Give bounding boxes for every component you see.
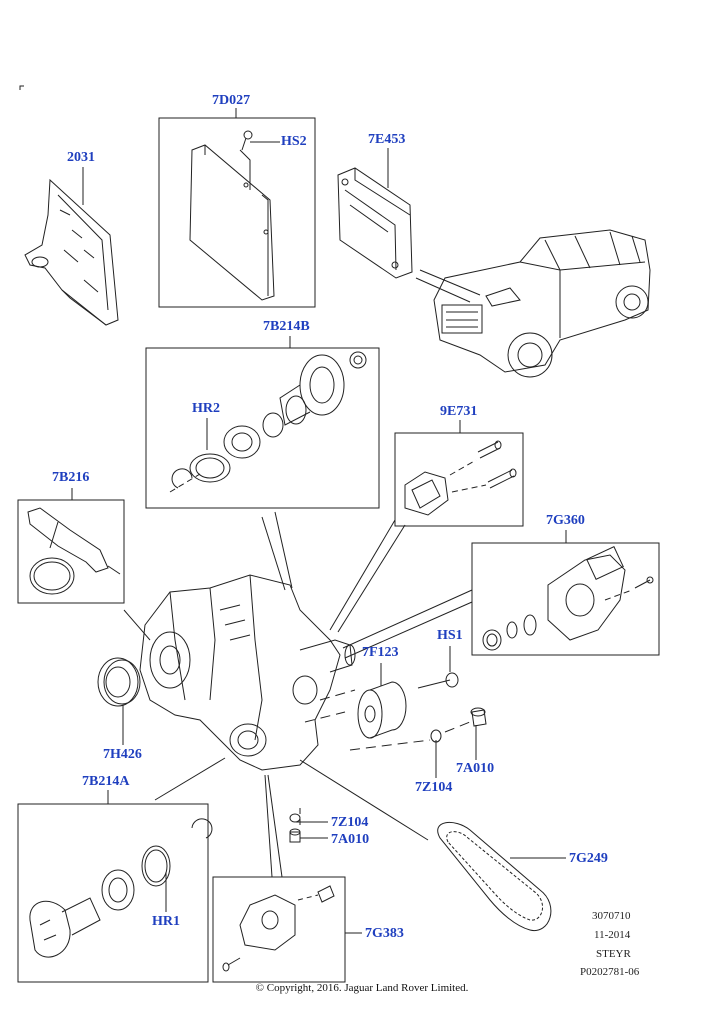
callout-7g360[interactable]: 7G360 [546,513,585,528]
diagram-variant: STEYR [596,948,631,960]
actuator-7g383-drawing [222,885,335,972]
frame-7g360 [471,542,660,656]
diagram-date: 11-2014 [594,929,631,941]
diagram-ref-number: 3070710 [592,910,631,922]
callout-hr2[interactable]: HR2 [192,401,220,416]
callout-hr1[interactable]: HR1 [152,914,180,929]
callout-7e453[interactable]: 7E453 [368,132,406,147]
callout-hs2[interactable]: HS2 [281,134,307,149]
callout-7b216[interactable]: 7B216 [52,470,90,485]
module-7e453-drawing [337,167,413,279]
callout-2031[interactable]: 2031 [67,150,95,165]
callout-7a010-upper[interactable]: 7A010 [456,761,495,776]
callout-7d027[interactable]: 7D027 [212,93,251,108]
pulley-7f123-drawing [357,672,459,739]
callout-7f123[interactable]: 7F123 [362,645,399,660]
shaft-7b214b-drawing [169,351,367,493]
motor-7g360-drawing [482,546,654,651]
callout-9e731[interactable]: 9E731 [440,404,478,419]
callout-7g383[interactable]: 7G383 [365,926,404,941]
frame-7b214a [17,803,209,983]
bracket-2031-drawing [24,178,119,326]
seal-7h426-drawing [97,657,141,707]
sensor-9e731-drawing [404,440,517,516]
frame-7g383 [212,876,346,983]
shaft-7b214a-drawing [29,818,213,958]
frame-7d027 [158,117,316,308]
callout-7g249[interactable]: 7G249 [569,851,608,866]
frame-7b216 [17,499,125,604]
vehicle-drawing [433,229,651,378]
frame-9e731 [394,432,524,527]
cover-7d027-drawing [189,130,275,301]
callout-7z104-lower[interactable]: 7Z104 [331,815,369,830]
diagram-part-code: P0202781-06 [580,966,640,978]
callout-7z104-upper[interactable]: 7Z104 [415,780,453,795]
transfer-case-drawing [139,574,356,771]
callout-7h426[interactable]: 7H426 [103,747,142,762]
callout-hs1[interactable]: HS1 [437,628,463,643]
frame-7b214b [145,347,380,509]
sealant-7b216-drawing [27,507,121,595]
copyright-notice: © Copyright, 2016. Jaguar Land Rover Lim… [255,982,469,994]
small-parts-drawing [289,707,487,843]
callout-7b214b[interactable]: 7B214B [263,319,310,334]
callout-7a010-lower[interactable]: 7A010 [331,832,370,847]
chain-7g249-drawing [437,821,552,931]
callout-7b214a[interactable]: 7B214A [82,774,130,789]
